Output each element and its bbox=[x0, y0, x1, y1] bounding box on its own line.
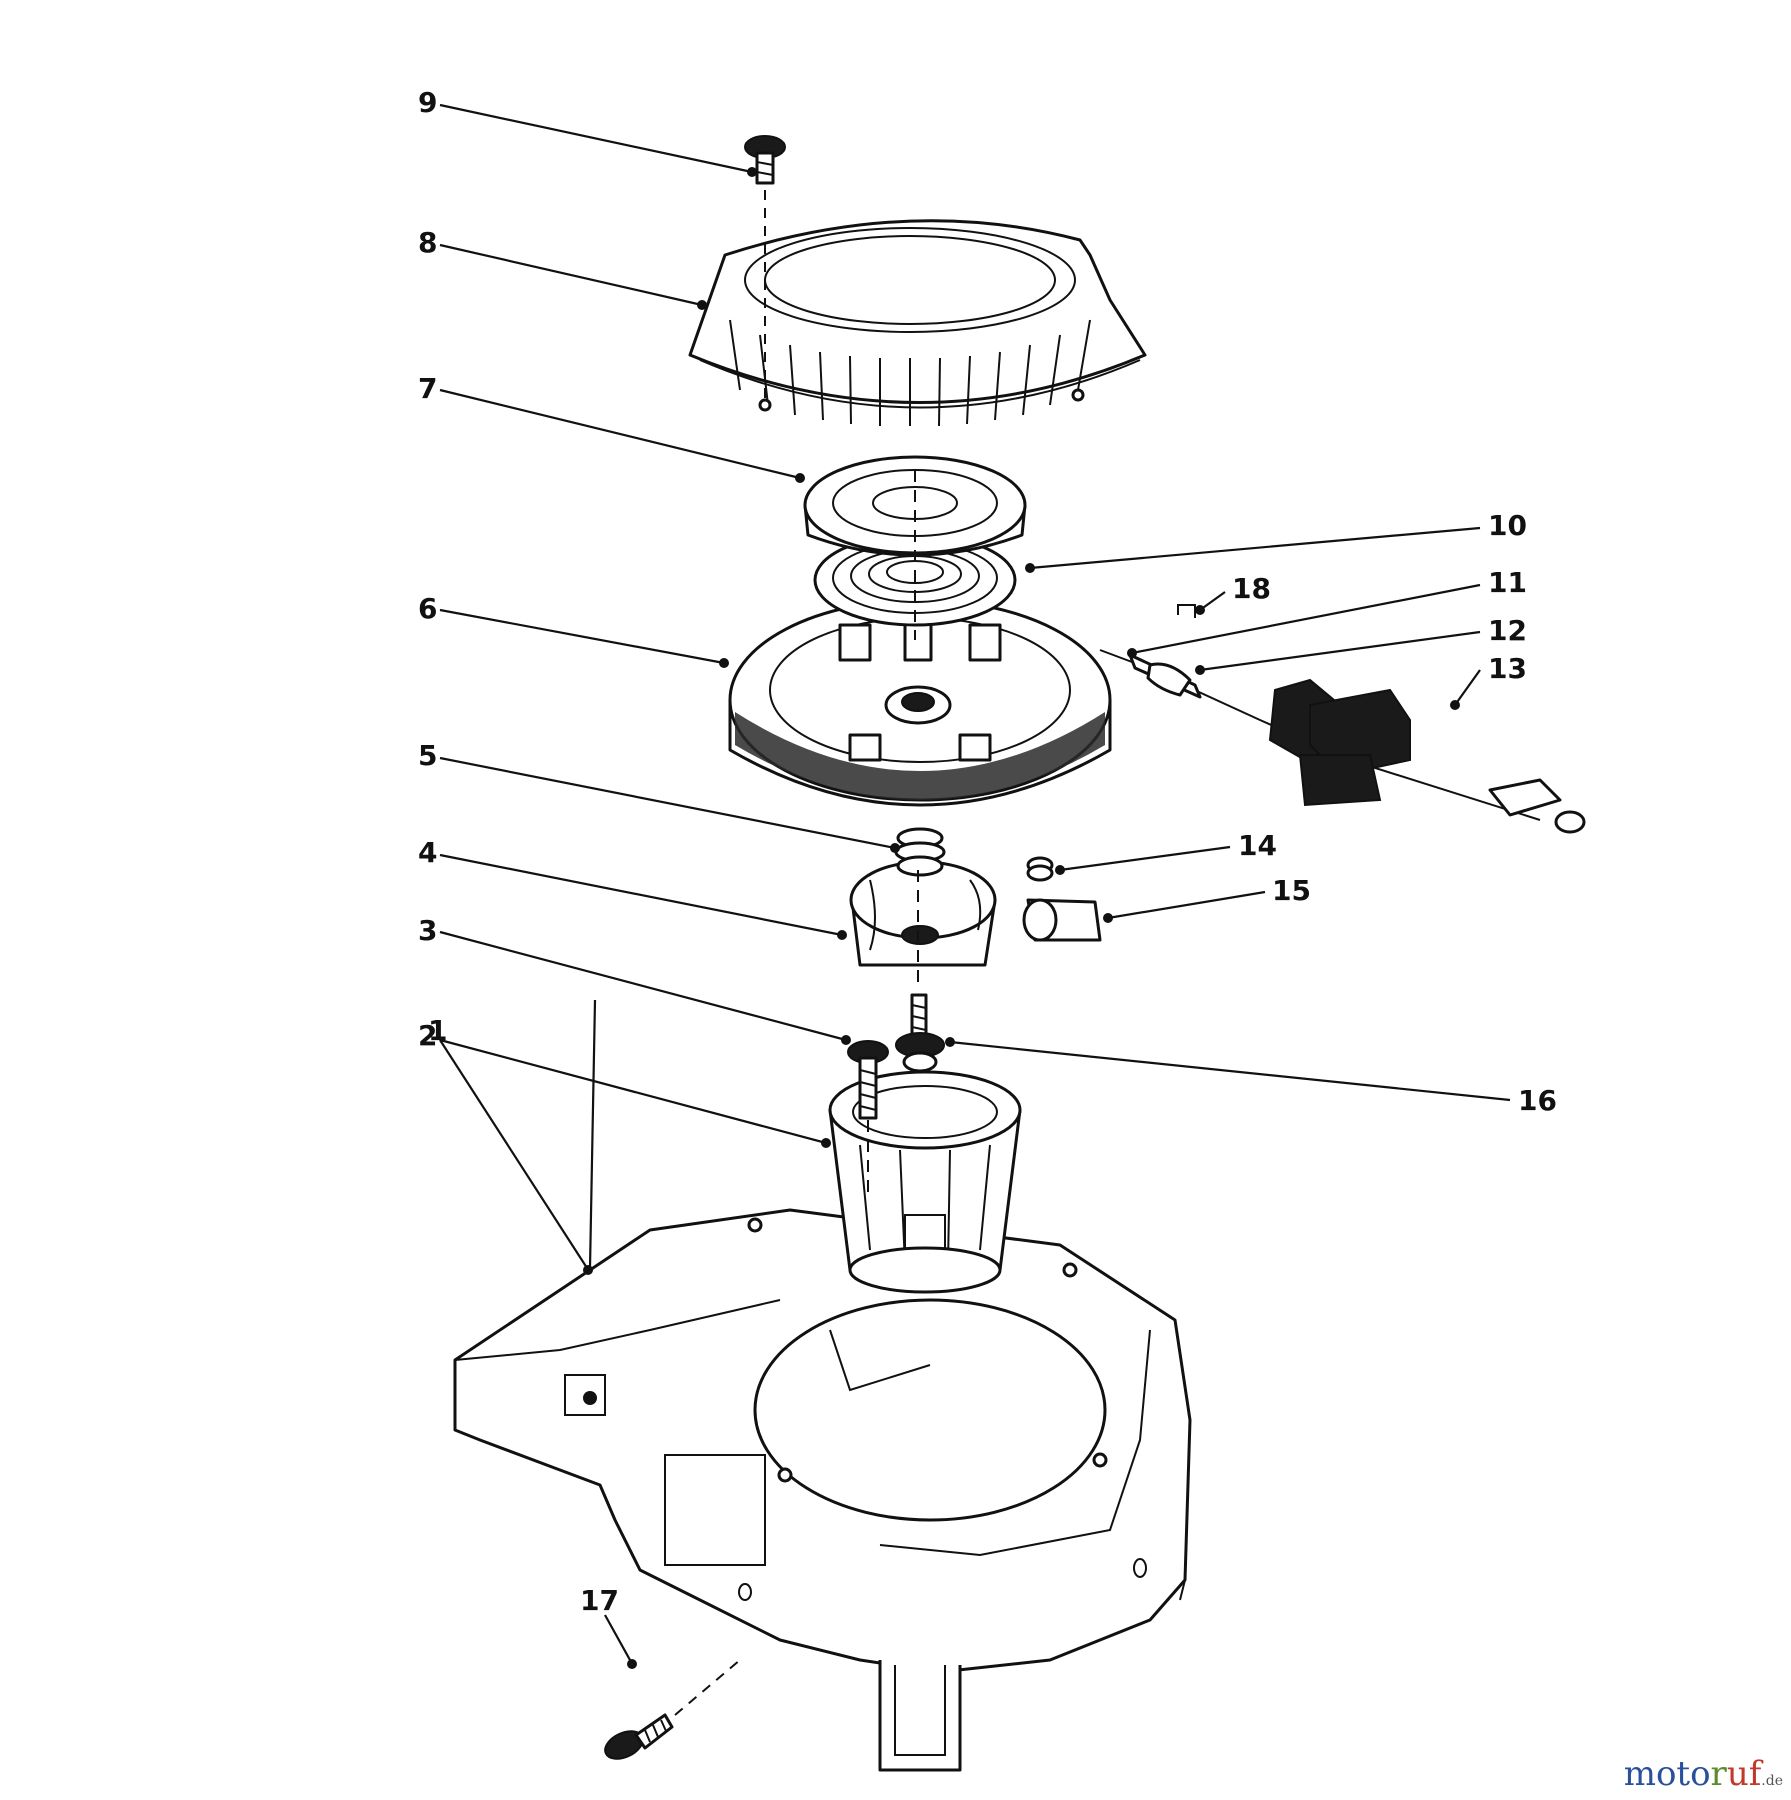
ratchet bbox=[849, 860, 997, 967]
callout-17: 17 bbox=[580, 1584, 619, 1617]
watermark-part1: moto bbox=[1623, 1754, 1711, 1794]
starter-housing bbox=[688, 219, 1147, 427]
callout-10: 10 bbox=[1488, 509, 1527, 542]
callout-1: 1 bbox=[428, 1014, 447, 1047]
blower-housing bbox=[453, 1208, 1192, 1772]
bolt-17 bbox=[604, 1659, 741, 1760]
callout-18: 18 bbox=[1232, 572, 1271, 605]
callout-16: 16 bbox=[1518, 1084, 1557, 1117]
callout-2: 2 bbox=[418, 1019, 437, 1052]
starter-rope-and-handle bbox=[1099, 604, 1586, 834]
callout-4: 4 bbox=[418, 836, 437, 869]
callout-5: 5 bbox=[418, 739, 437, 772]
watermark-part2: r bbox=[1710, 1754, 1727, 1794]
pawl bbox=[1022, 898, 1102, 942]
callout-11: 11 bbox=[1488, 566, 1527, 599]
leader-lines bbox=[439, 103, 1511, 1669]
callout-3: 3 bbox=[418, 914, 437, 947]
pulley-reel bbox=[728, 598, 1112, 807]
callout-labels: 1 2 3 4 5 6 7 8 9 10 11 12 13 14 15 16 1… bbox=[418, 86, 1557, 1617]
spring-cover bbox=[803, 455, 1027, 557]
callout-6: 6 bbox=[418, 592, 437, 625]
pawl-spring bbox=[1026, 856, 1054, 882]
spring-5 bbox=[894, 827, 946, 877]
callout-9: 9 bbox=[418, 86, 437, 119]
watermark-part3: uf bbox=[1726, 1754, 1762, 1794]
callout-7: 7 bbox=[418, 372, 437, 405]
callout-15: 15 bbox=[1272, 874, 1311, 907]
bolt-3 bbox=[847, 1040, 889, 1120]
callout-14: 14 bbox=[1238, 829, 1277, 862]
callout-8: 8 bbox=[418, 226, 437, 259]
bolt-9 bbox=[744, 135, 786, 400]
callout-13: 13 bbox=[1488, 652, 1527, 685]
watermark-suffix: .de bbox=[1761, 1773, 1783, 1789]
callout-12: 12 bbox=[1488, 614, 1527, 647]
watermark-logo: motoruf.de bbox=[1624, 1754, 1783, 1794]
bolt-16 bbox=[895, 993, 945, 1073]
